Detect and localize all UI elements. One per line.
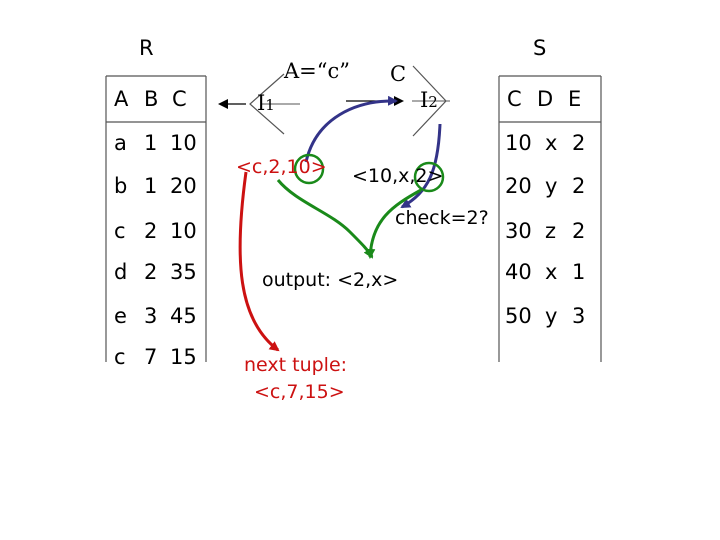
relation-r-cell: 15 (170, 345, 197, 369)
relation-s-cell: 20 (505, 174, 532, 198)
relation-s-cell: 30 (505, 219, 532, 243)
relation-s-cell: 2 (572, 219, 586, 243)
relation-r-cell: 3 (144, 304, 158, 328)
relation-r-cell: 10 (170, 131, 197, 155)
relation-s-cell: 2 (572, 131, 586, 155)
relation-r-header: B (144, 87, 159, 111)
arrow-blue-tuple-to-index2 (304, 95, 398, 163)
relation-r-cell: c (114, 345, 126, 369)
relation-s-cell: y (545, 304, 558, 328)
index2-label: I2 (420, 88, 438, 112)
arrow-red-next-tuple (238, 171, 280, 352)
current-tuple-r: <c,2,10> (236, 156, 327, 178)
relation-r-cell: 1 (144, 131, 158, 155)
relation-s-cell: 3 (572, 304, 586, 328)
arrow-green-s-to-output (365, 188, 422, 259)
index1-condition: A=“c” (284, 59, 350, 83)
index1-label: I1 (257, 91, 275, 115)
relation-r-cell: c (114, 219, 126, 243)
arrow-blue-index2-to-check (400, 123, 442, 209)
relation-r-frame (105, 75, 207, 362)
next-tuple-label: next tuple: (244, 354, 348, 376)
relation-s-frame (498, 75, 602, 362)
relation-s-header: D (537, 87, 554, 111)
relation-s-header: E (568, 87, 582, 111)
arrow-green-r-to-output (276, 179, 374, 259)
check-label: check=2? (395, 207, 489, 229)
highlight-green-r-value (293, 153, 325, 185)
relation-s-header: C (507, 87, 522, 111)
relation-r-cell: 2 (144, 260, 158, 284)
relation-s-cell: 2 (572, 174, 586, 198)
relation-r-name: R (139, 36, 154, 60)
next-tuple-value: <c,7,15> (254, 381, 345, 403)
relation-r-cell: d (114, 260, 128, 284)
relation-r-header: A (114, 87, 129, 111)
matched-tuple-s: <10,x,2> (352, 165, 444, 187)
relation-s-cell: 1 (572, 260, 586, 284)
index2-key: C (390, 62, 407, 86)
relation-r-cell: 1 (144, 174, 158, 198)
output-label: output: <2,x> (262, 269, 399, 291)
relation-s-cell: x (545, 260, 558, 284)
relation-r-cell: a (114, 131, 127, 155)
relation-r-cell: e (114, 304, 127, 328)
relation-s-cell: x (545, 131, 558, 155)
relation-r-cell: 10 (170, 219, 197, 243)
relation-r-cell: 7 (144, 345, 158, 369)
relation-s-name: S (533, 36, 547, 60)
relation-r-cell: 2 (144, 219, 158, 243)
relation-r-cell: b (114, 174, 128, 198)
relation-r-cell: 45 (170, 304, 197, 328)
relation-s-cell: 10 (505, 131, 532, 155)
relation-r-cell: 20 (170, 174, 197, 198)
relation-s-cell: 40 (505, 260, 532, 284)
relation-s-cell: z (545, 219, 557, 243)
relation-s-cell: 50 (505, 304, 532, 328)
relation-r-cell: 35 (170, 260, 197, 284)
index1-triangle (249, 73, 285, 135)
relation-r-header: C (172, 87, 187, 111)
highlight-green-s-value (413, 161, 445, 193)
relation-s-cell: y (545, 174, 558, 198)
